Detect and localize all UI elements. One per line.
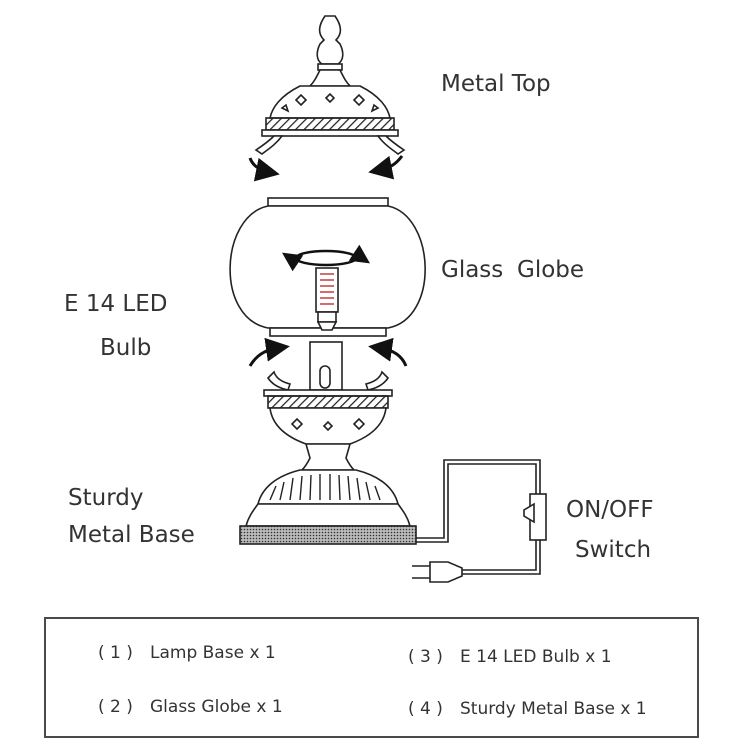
parts-list-text: Glass Globe x 1	[150, 697, 283, 717]
parts-list-number: ( 4 )	[408, 699, 443, 719]
parts-list-text: E 14 LED Bulb x 1	[460, 647, 612, 667]
rotate-arrow-icon	[248, 157, 280, 182]
parts-list-box: ( 1 )Lamp Base x 1 ( 2 )Glass Globe x 1 …	[44, 617, 699, 738]
label-globe: Globe	[517, 257, 585, 283]
parts-list-item: ( 2 ) Glass Globe x 1	[98, 697, 283, 717]
plug-icon	[429, 561, 463, 583]
parts-list-text: Sturdy Metal Base x 1	[460, 699, 647, 719]
label-base-line1: Sturdy	[68, 485, 144, 511]
rotate-arrow-icon	[368, 155, 404, 180]
glass-globe-drawing	[229, 197, 426, 337]
label-bulb-line1: E 14 LED	[64, 291, 168, 317]
parts-list-item: ( 4 ) Sturdy Metal Base x 1	[408, 699, 647, 719]
parts-list-number: ( 2 )	[98, 697, 133, 717]
metal-top-drawing	[254, 15, 406, 155]
label-metal-top: Metal Top	[441, 71, 551, 97]
label-switch-line1: ON/OFF	[566, 497, 654, 523]
rotate-arrow-icon	[282, 252, 304, 272]
rotate-arrow-icon	[348, 244, 370, 264]
metal-base-drawing	[239, 469, 417, 545]
rotate-arrow-icon	[368, 337, 408, 367]
power-cord-drawing	[412, 459, 547, 583]
rotate-arrow-icon	[248, 337, 290, 367]
label-bulb-line2: Bulb	[100, 335, 152, 361]
parts-list-number: ( 1 )	[98, 643, 133, 663]
parts-list-item: ( 1 ) Lamp Base x 1	[98, 643, 276, 663]
parts-list-number: ( 3 )	[408, 647, 443, 667]
parts-list-item: ( 3 ) E 14 LED Bulb x 1	[408, 647, 612, 667]
label-switch-line2: Switch	[575, 537, 652, 563]
label-base-line2: Metal Base	[68, 522, 195, 548]
lamp-base-drawing	[263, 341, 393, 471]
label-glass: Glass	[441, 257, 504, 283]
parts-list-text: Lamp Base x 1	[150, 643, 276, 663]
